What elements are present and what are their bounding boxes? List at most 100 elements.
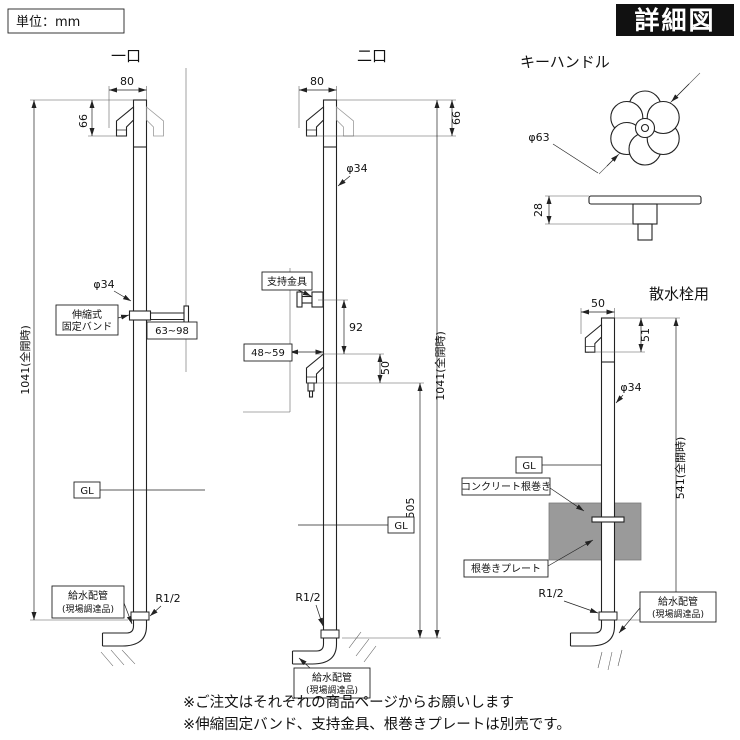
dim-gap: 48~59 (251, 348, 285, 359)
bracket-label: 支持金具 (267, 275, 307, 288)
threaded-joint (130, 611, 150, 621)
fixing-band (128, 310, 152, 321)
pipe-double (322, 99, 338, 631)
dim-66: 66 (450, 111, 463, 125)
pipe-break-hatch (348, 631, 377, 663)
dim-50: 50 (379, 361, 392, 375)
leader-bracket (297, 289, 312, 297)
leader-concrete (549, 487, 585, 512)
leader-dia63 (552, 143, 599, 174)
faucet-ghost-outline (146, 106, 164, 137)
leader-plate (547, 539, 594, 567)
pipe-single (132, 99, 148, 613)
dim-dia63: φ63 (528, 131, 549, 144)
supply-label-box (293, 667, 371, 699)
faucet-spout-lower (305, 353, 325, 384)
supply-label-line1: 給水配管 (658, 595, 698, 608)
concrete-label: コンクリート根巻き (461, 480, 551, 493)
double-tap-diagram: 80 66 φ34 支持金具 48~59 92 50 1041(全開時) 505 (243, 47, 463, 699)
leader-dia34 (337, 175, 351, 187)
supply-label-line2: (現場調達品) (306, 684, 358, 696)
base-plate (591, 516, 625, 523)
gl-box (515, 456, 543, 474)
plate-label-box (463, 559, 549, 578)
supply-elbow (569, 619, 616, 647)
key-handle-diagram: キーハンドル φ63 28 (520, 53, 702, 241)
dim-541: 541(全開時) (673, 437, 687, 500)
leader-dia34 (113, 290, 132, 302)
gl-box (73, 481, 101, 499)
bracket-label-box (261, 271, 313, 291)
hose-nipple (307, 382, 315, 392)
double-tap-title: 二口 (357, 47, 387, 65)
thread-label: R1/2 (155, 592, 180, 605)
faucet-spout (115, 106, 135, 137)
faucet-ghost-outline (336, 106, 354, 137)
band-label-line1: 伸縮式 (72, 308, 102, 321)
support-bracket (311, 291, 324, 308)
title-bar (616, 4, 734, 36)
dim-dia34: φ34 (346, 162, 367, 175)
footnote-order: ※ご注文はそれぞれの商品ページからお願いします (183, 694, 514, 711)
leader-thread (149, 605, 162, 617)
single-tap-title: 一口 (111, 47, 141, 65)
gl-label: GL (80, 486, 94, 497)
gl-label: GL (394, 521, 408, 532)
dim-505: 505 (404, 498, 417, 519)
dim-dia34: φ34 (620, 381, 641, 394)
dim-1041: 1041(全開時) (18, 325, 32, 395)
band-range-box (146, 321, 198, 340)
dim-band-range: 63~98 (155, 326, 189, 337)
pipe-break-hatch (100, 649, 136, 667)
footnotes: ※ご注文はそれぞれの商品ページからお願いします ※伸縮固定バンド、支持金具、根巻… (183, 694, 571, 733)
supply-elbow (291, 637, 338, 665)
sprinkler-diagram: 散水栓用 50 51 φ34 541(全開時) GL (461, 285, 717, 671)
supply-label-box (51, 585, 125, 619)
gl-box (387, 516, 415, 534)
threaded-joint (598, 611, 618, 621)
gap-box (243, 343, 293, 362)
band-label-line2: 固定バンド (62, 320, 113, 333)
dim-80: 80 (120, 75, 134, 88)
thread-label: R1/2 (538, 587, 563, 600)
dim-1041: 1041(全開時) (433, 331, 447, 401)
leader-supply (123, 602, 133, 625)
plate-label: 根巻きプレート (471, 562, 541, 575)
band-label-box (55, 304, 119, 336)
key-handle-title: キーハンドル (520, 53, 610, 71)
concrete-footing (548, 502, 642, 561)
handle-side-view (588, 195, 702, 241)
leader-band (117, 314, 130, 320)
gl-label: GL (522, 461, 536, 472)
footnote-sold-separately: ※伸縮固定バンド、支持金具、根巻きプレートは別売です。 (183, 716, 571, 733)
header: 単位：mm 詳細図 (7, 4, 734, 36)
dim-50: 50 (591, 297, 605, 310)
dim-28: 28 (532, 203, 545, 217)
supply-label-line2: (現場調達品) (62, 603, 114, 615)
page-title: 詳細図 (634, 6, 715, 35)
leader-supply (618, 607, 641, 634)
pipe-break-hatch (597, 649, 623, 671)
leader-thread (563, 600, 599, 614)
supply-elbow (101, 619, 148, 647)
leader-supply (298, 657, 311, 669)
supply-label-line1: 給水配管 (312, 671, 352, 684)
unit-box (7, 8, 125, 34)
bracket-plate (296, 291, 303, 308)
dim-dia34: φ34 (93, 278, 114, 291)
dim-66: 66 (77, 114, 90, 128)
thread-label: R1/2 (295, 591, 320, 604)
faucet-spout (584, 324, 603, 353)
supply-label-box (639, 591, 717, 623)
hose-nipple-tip (308, 390, 314, 398)
supply-label-line2: (現場調達品) (652, 608, 704, 620)
concrete-label-box (461, 477, 551, 496)
dim-80: 80 (310, 75, 324, 88)
dim-51: 51 (639, 328, 652, 342)
sprinkler-title: 散水栓用 (649, 285, 709, 303)
threaded-joint (320, 629, 340, 639)
leader-dia34 (615, 394, 624, 404)
dim-92: 92 (349, 321, 363, 334)
